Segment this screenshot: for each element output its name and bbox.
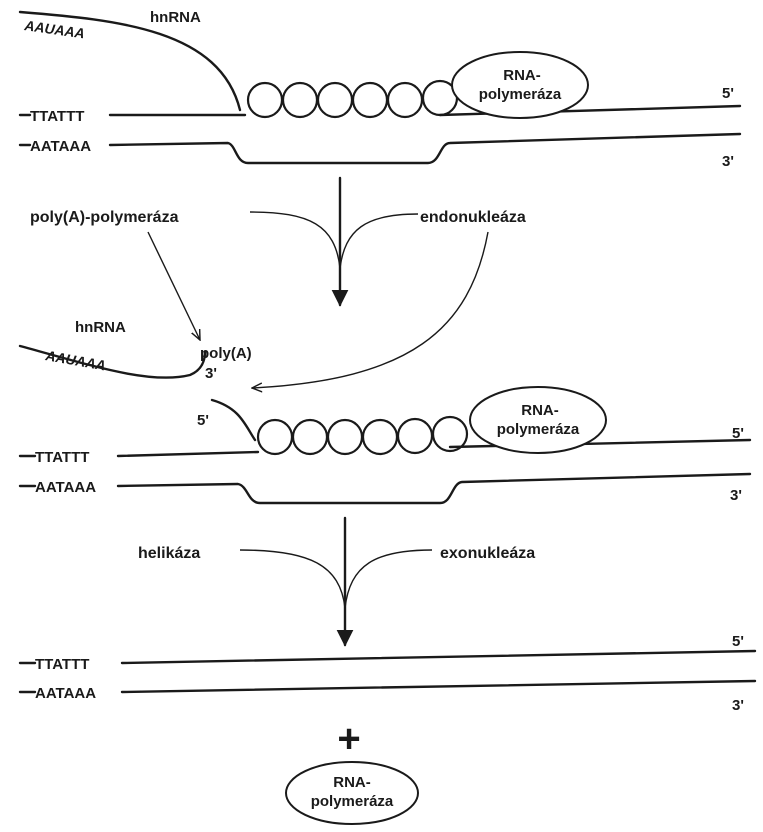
step1-enzymes: poly(A)-polymeráza endonukleáza <box>30 176 526 388</box>
stage3-aataaa-label: AATAAA <box>35 685 96 702</box>
stage3-released: TTATTT 5' AATAAA 3' + RNA- polymeráza <box>18 633 757 825</box>
stage1-rna-polymerase <box>451 51 589 119</box>
stage3-top-end-label: 5' <box>732 633 744 650</box>
stage2-bottom-end-label: 3' <box>730 487 742 504</box>
step2-enzymes: helikáza exonukleáza <box>138 516 535 647</box>
stage2-bottom-strand <box>116 472 752 505</box>
stage2-cleaved-rna <box>210 398 257 442</box>
step1-left-curve <box>249 211 341 269</box>
stage2-cut-5end-label: 5' <box>197 412 209 429</box>
stage2-aauaaa-label: AAUAAA <box>43 347 107 373</box>
stage1-aataaa-label: AATAAA <box>30 138 91 155</box>
stage1-top-end-label: 5' <box>722 85 734 102</box>
stage2-rna-polymerase <box>469 386 607 454</box>
stage1-polymerase-line2: polymeráza <box>479 86 562 103</box>
step1-cleavage-arrow <box>252 231 489 388</box>
step1-endonuclease-label: endonukleáza <box>420 209 526 226</box>
step2-right-curve <box>344 549 433 609</box>
stage1-hnrna-strand <box>18 10 242 112</box>
stage2-hnrna-strand <box>18 344 207 379</box>
stage2-complex: hnRNA AAUAAA poly(A) 3' 5' TTATTT RNA- p… <box>18 319 752 505</box>
step2-left-curve <box>239 549 346 609</box>
stage2-aataaa-label: AATAAA <box>35 479 96 496</box>
stage2-top-strand-left <box>116 450 260 458</box>
stage2-polymerase-line1: RNA- <box>521 402 559 419</box>
stage2-polya-label: poly(A) <box>200 345 252 362</box>
stage1-ttattt-label: TTATTT <box>30 108 84 125</box>
stage1-hnrna-label: hnRNA <box>150 9 201 26</box>
step1-polya-polymerase-label: poly(A)-polymeráza <box>30 209 179 226</box>
plus-sign: + <box>337 717 360 761</box>
stage1-bottom-end-label: 3' <box>722 153 734 170</box>
stage2-hnrna-label: hnRNA <box>75 319 126 336</box>
released-polymerase-line2: polymeráza <box>311 793 394 810</box>
stage2-polymerase-line2: polymeráza <box>497 421 580 438</box>
stage1-complex: hnRNA AAUAAA TTATTT RNA- polymeráza 5' A… <box>18 9 742 170</box>
stage2-rna-dna-hybrid <box>256 415 469 456</box>
released-polymerase-line1: RNA- <box>333 774 371 791</box>
stage3-top-strand <box>120 649 757 665</box>
stage2-top-end-label: 5' <box>732 425 744 442</box>
released-rna-polymerase <box>285 761 419 825</box>
step1-right-curve <box>339 213 419 269</box>
stage3-bottom-end-label: 3' <box>732 697 744 714</box>
stage3-bottom-strand <box>120 679 757 694</box>
step1-polya-arrow <box>147 231 200 340</box>
stage1-aauaaa-label: AAUAAA <box>23 17 86 41</box>
step2-exonuclease-label: exonukleáza <box>440 545 535 562</box>
stage2-ttattt-label: TTATTT <box>35 449 89 466</box>
stage2-polya-3end-label: 3' <box>205 365 217 382</box>
stage1-polymerase-line1: RNA- <box>503 67 541 84</box>
stage1-rna-dna-hybrid <box>246 79 459 119</box>
stage1-bottom-strand <box>108 132 742 165</box>
step2-helicase-label: helikáza <box>138 545 200 562</box>
stage3-ttattt-label: TTATTT <box>35 656 89 673</box>
